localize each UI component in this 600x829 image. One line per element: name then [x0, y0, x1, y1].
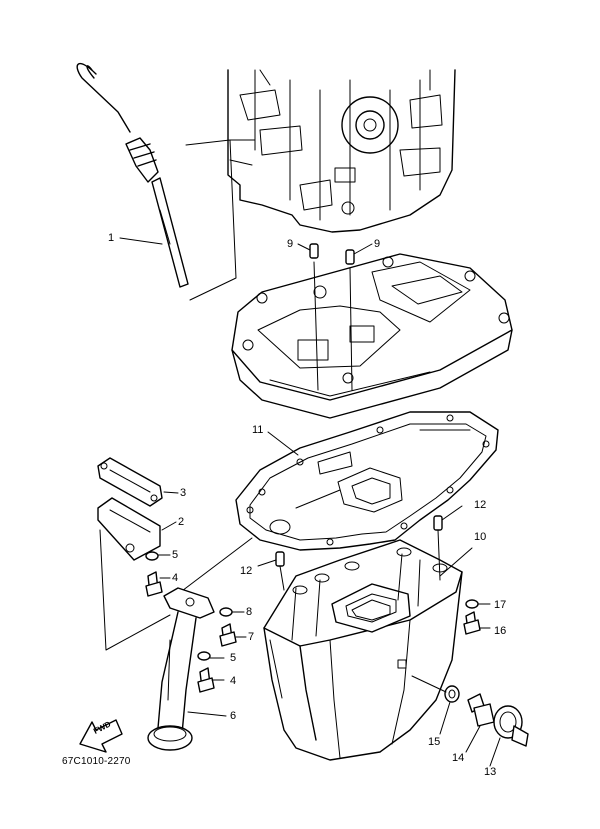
- callout-9-right: 9: [374, 238, 381, 250]
- washer-5-lower: [197, 651, 225, 661]
- callout-10: 10: [474, 531, 487, 543]
- callout-4-upper: 4: [172, 572, 179, 584]
- callout-5-upper: 5: [172, 549, 179, 561]
- callout-13: 13: [484, 766, 497, 778]
- callout-15: 15: [428, 736, 441, 748]
- engine-block-drawing: [227, 69, 456, 233]
- callout-12-right: 12: [474, 499, 487, 511]
- bolt-7: [219, 623, 247, 647]
- forward-arrow-icon: [79, 719, 123, 753]
- callout-9-left: 9: [287, 238, 294, 250]
- callout-7: 7: [248, 631, 255, 643]
- callout-1: 1: [108, 232, 115, 244]
- gasket-drawing: [235, 411, 499, 551]
- left-bracket-line: [99, 529, 171, 651]
- callout-12-left: 12: [240, 565, 253, 577]
- engine-base-plate-drawing: [231, 253, 513, 419]
- callout-4-lower: 4: [230, 675, 237, 687]
- callout-11: 11: [252, 424, 264, 436]
- bolt-4-lower: [197, 667, 225, 693]
- callout-8: 8: [246, 606, 253, 618]
- cover-plate-2-drawing: [97, 497, 177, 561]
- washer-17: [465, 599, 491, 609]
- dipstick-drawing: [76, 62, 189, 288]
- callout-14: 14: [452, 752, 465, 764]
- bolt-4-upper: [145, 571, 171, 597]
- callout-5-lower: 5: [230, 652, 237, 664]
- callout-6: 6: [230, 710, 237, 722]
- leader-1: [119, 237, 163, 245]
- washer-8: [219, 607, 245, 617]
- oil-pan-10-drawing: [263, 539, 473, 761]
- bolt-16: [463, 611, 491, 635]
- strainer-gasket-3-drawing: [97, 457, 179, 507]
- drawing-code: 67C1010-2270: [62, 756, 131, 767]
- drain-plug-14-drawing: [465, 693, 495, 753]
- callout-2: 2: [178, 516, 185, 528]
- gasket-15-drawing: [411, 675, 460, 735]
- washer-5-upper: [145, 551, 171, 561]
- callout-17: 17: [494, 599, 507, 611]
- dowel-pins-9: [297, 243, 373, 391]
- oil-strainer-6-drawing: [147, 587, 227, 751]
- callout-16: 16: [494, 625, 507, 637]
- plug-cap-13-drawing: [489, 705, 529, 767]
- dowel-pin-12-left: [257, 551, 285, 591]
- dowel-pin-12-right: [433, 505, 463, 581]
- dipstick-bracket-line: [185, 139, 237, 301]
- callout-3: 3: [180, 487, 187, 499]
